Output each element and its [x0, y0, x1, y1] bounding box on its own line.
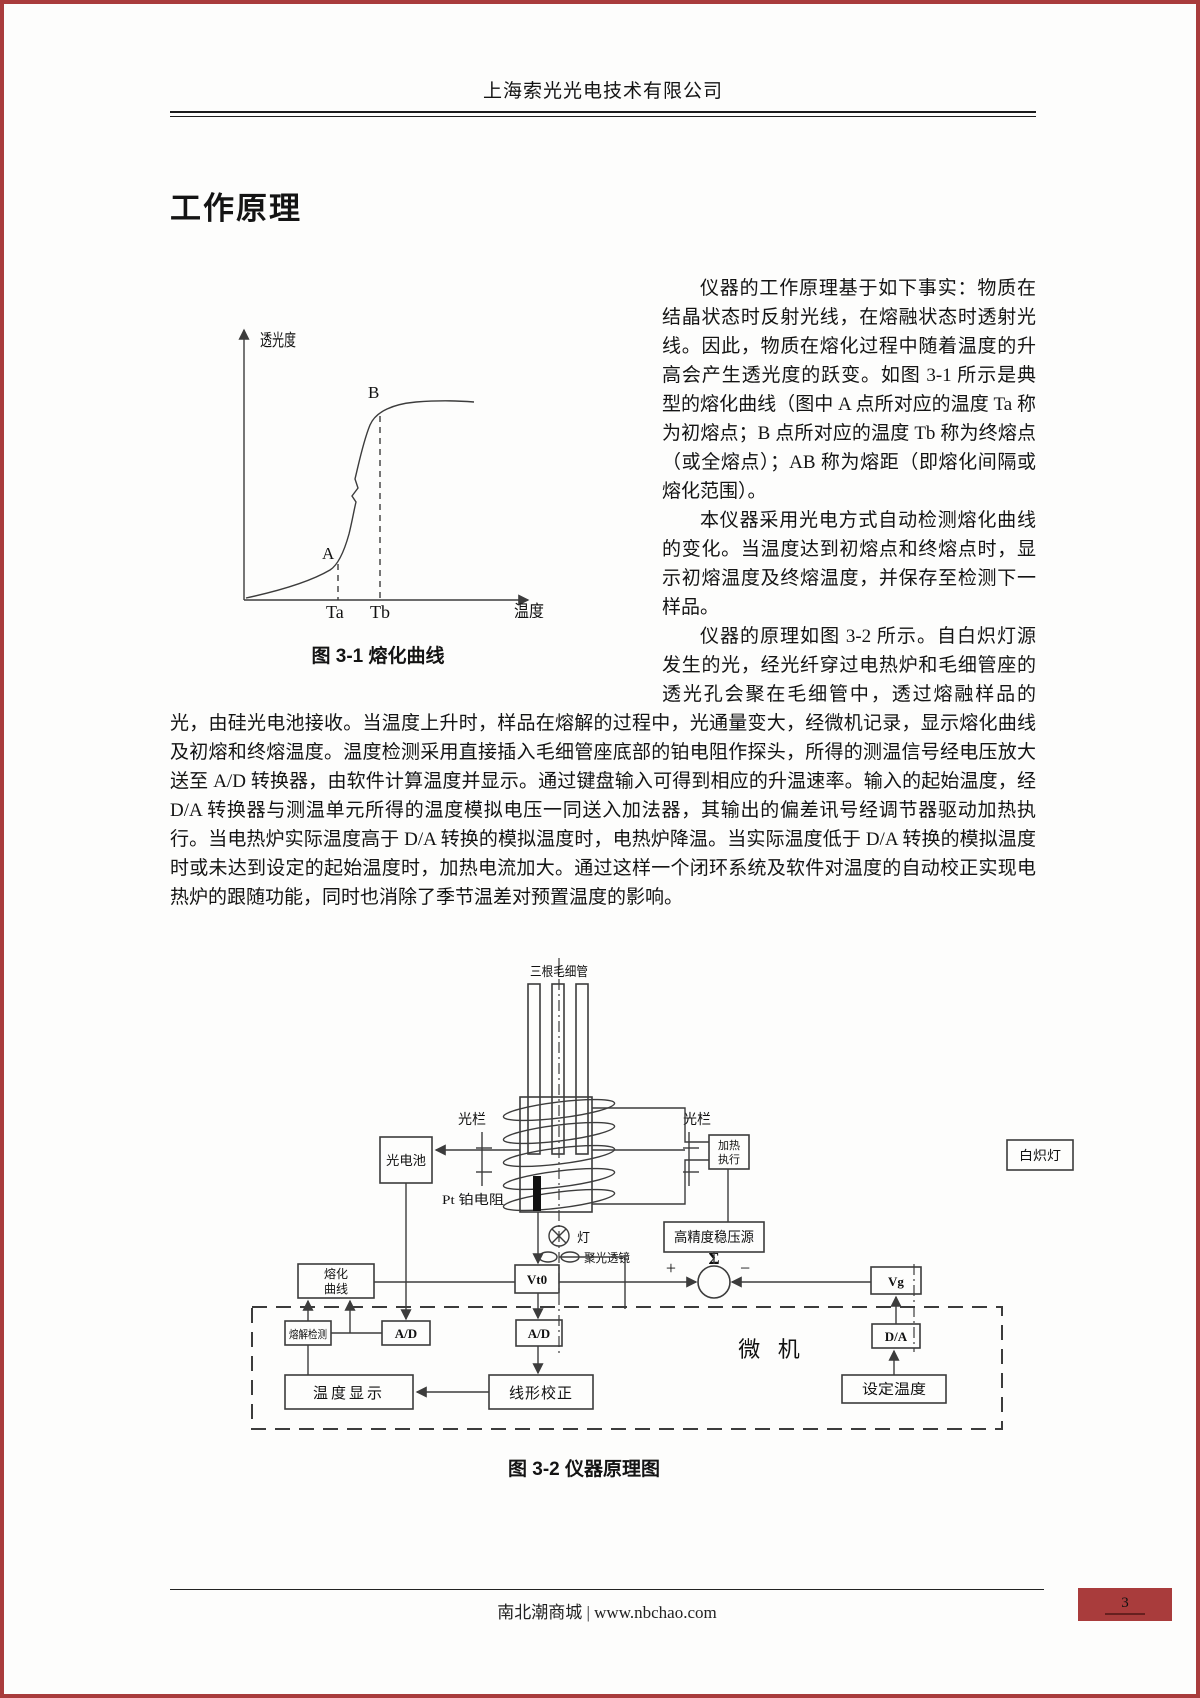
- paragraph-2: 本仪器采用光电方式自动检测熔化曲线的变化。当温度达到初熔点和终熔点时，显示初熔温…: [662, 510, 1036, 618]
- lamp-label: 灯: [577, 1230, 590, 1245]
- aperture-left: [476, 1132, 492, 1186]
- wire: [559, 1256, 626, 1309]
- heater-wiring: [592, 1107, 709, 1205]
- temp-display-label: 温度显示: [313, 1385, 385, 1402]
- minus-sign: −: [740, 1258, 750, 1278]
- figure-3-2-caption: 图 3-2 仪器原理图: [507, 1459, 661, 1480]
- adder-circle: [697, 1265, 731, 1299]
- body-text: 透光度 温度 A B Ta Tb 图 3-1 熔化曲线 仪器的工作原理基于如下事…: [170, 274, 1036, 912]
- footer-site: 南北潮商城 | www.nbchao.com: [497, 1603, 717, 1622]
- paragraph-1: 仪器的工作原理基于如下事实：物质在结晶状态时反射光线，在熔融状态时透射光线。因此…: [662, 278, 1036, 502]
- melting-curve: [245, 400, 475, 599]
- capillaries-label: 三根毛细管: [530, 964, 588, 979]
- regulator-label: 高精度稳压源: [674, 1229, 754, 1246]
- tick-ta: Ta: [326, 602, 344, 618]
- heating-coil: [502, 1098, 616, 1212]
- point-a-label: A: [322, 544, 335, 563]
- vt0-label: Vt0: [527, 1272, 547, 1287]
- page-number: 3: [1105, 1595, 1145, 1615]
- ad-left-label: A/D: [395, 1326, 417, 1341]
- ad-right-label: A/D: [528, 1326, 550, 1341]
- header-company: 上海索光光电技术有限公司: [482, 81, 723, 102]
- capillary-tube: [551, 983, 565, 1155]
- melt-curve-label-1: 熔化: [324, 1266, 348, 1281]
- box-vg: [870, 1266, 922, 1295]
- footer-rule: [170, 1589, 1044, 1590]
- lamp-icon: [548, 1225, 570, 1247]
- computer-dashed-box: [251, 1306, 1003, 1430]
- incandescent-lamp-label: 白炽灯: [1019, 1148, 1061, 1163]
- figure-3-2: 三根毛细管 Pt 铂电阻 光栏: [232, 952, 1082, 1457]
- principle-diagram: 三根毛细管 Pt 铂电阻 光栏: [251, 958, 1074, 1430]
- box-ad-right: [515, 1319, 563, 1347]
- computer-label: 微 机: [738, 1337, 806, 1362]
- aperture-right-label: 光栏: [683, 1112, 711, 1128]
- box-temp-display: [284, 1374, 414, 1410]
- box-melt-curve: [297, 1263, 375, 1299]
- figure-3-1: 透光度 温度 A B Ta Tb 图 3-1 熔化曲线: [170, 274, 662, 686]
- page-title: 工作原理: [170, 191, 302, 226]
- pt-probe-label: Pt 铂电阻: [442, 1192, 504, 1207]
- capillary-tube: [527, 983, 541, 1155]
- heater-exec-label-2: 执行: [718, 1152, 740, 1166]
- da-label: D/A: [885, 1329, 908, 1344]
- heater-exec-label-1: 加热: [718, 1139, 740, 1152]
- x-axis-label: 温度: [514, 602, 544, 618]
- header-rule: [170, 111, 1036, 117]
- melt-curve-label-2: 曲线: [324, 1282, 348, 1296]
- box-incandescent-lamp: [1006, 1139, 1074, 1171]
- melting-curve-plot: 透光度 温度 A B Ta Tb: [238, 328, 544, 618]
- point-b-label: B: [368, 383, 379, 402]
- photocell-label: 光电池: [386, 1153, 426, 1168]
- tick-tb: Tb: [370, 602, 390, 618]
- melt-detect-label: 熔解检测: [289, 1327, 327, 1341]
- figure-3-1-caption: 图 3-1 熔化曲线: [311, 646, 445, 667]
- paragraph-3: 仪器的原理如图 3-2 所示。自白炽灯源发生的光，经光纤穿过电热炉和毛细管座的透…: [170, 626, 1036, 908]
- y-axis-label: 透光度: [260, 331, 296, 350]
- aperture-left-label: 光栏: [458, 1112, 486, 1128]
- set-temp-label: 设定温度: [862, 1382, 926, 1398]
- pt-probe: [533, 1176, 541, 1211]
- plus-sign: +: [666, 1258, 676, 1278]
- capillary-tube: [575, 983, 589, 1155]
- vg-label: Vg: [888, 1274, 904, 1289]
- page-number-box: 3: [1078, 1588, 1172, 1621]
- linear-corr-label: 线形校正: [509, 1385, 573, 1402]
- box-heater-exec: [708, 1134, 750, 1170]
- box-vt0: [514, 1264, 560, 1294]
